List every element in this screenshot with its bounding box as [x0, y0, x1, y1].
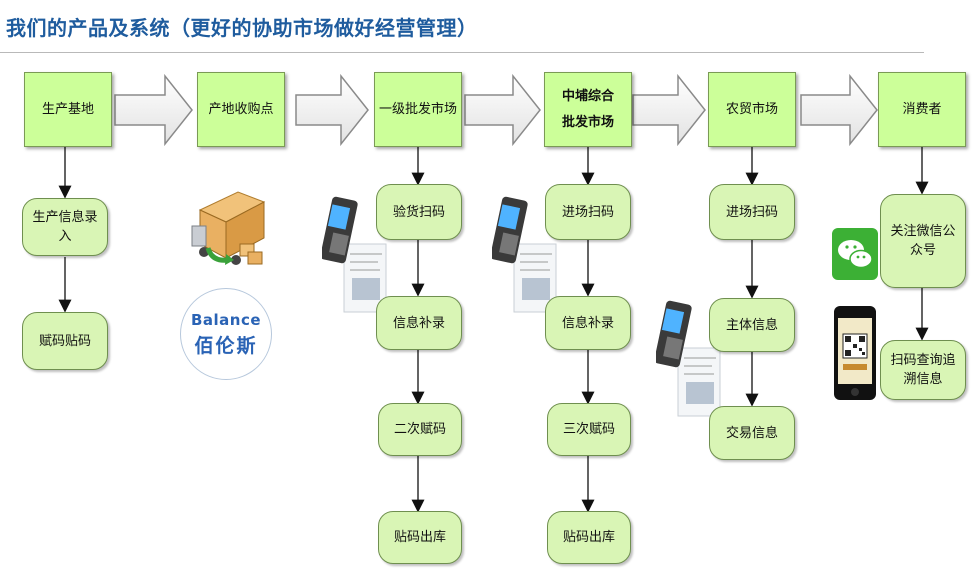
stage-zhongpu-line1: 中埔综合: [561, 88, 614, 104]
stage-zhongpu-line2: 批发市场: [561, 114, 614, 130]
step-production-info-entry: 生产信息录入: [22, 198, 108, 256]
stage-production-base: 生产基地: [24, 72, 112, 147]
barcode-scanner-icon: [656, 300, 721, 417]
stage-arrow-2: [295, 73, 369, 147]
step-entry-scan-1: 进场扫码: [545, 184, 631, 240]
stage-primary-wholesale: 一级批发市场: [374, 72, 462, 147]
step-entity-info: 主体信息: [709, 298, 795, 352]
stage-farmers-market: 农贸市场: [708, 72, 796, 147]
stage-zhongpu-wholesale: 中埔综合 批发市场: [544, 72, 632, 147]
step-label-outbound-1: 贴码出库: [378, 511, 462, 564]
step-entry-scan-2: 进场扫码: [709, 184, 795, 240]
step-inspect-scan: 验货扫码: [376, 184, 462, 240]
step-assign-label: 赋码贴码: [22, 312, 108, 370]
step-scan-trace-query: 扫码查询追溯信息: [880, 340, 966, 400]
stage-arrow-3: [464, 73, 541, 147]
smartphone-qr-icon: [834, 306, 876, 400]
wechat-icon: [832, 228, 878, 280]
step-transaction-info: 交易信息: [709, 406, 795, 460]
logo-text-cn: 佰伦斯: [194, 334, 258, 357]
barcode-scanner-icon: [492, 196, 557, 313]
delivery-truck-icon: [191, 191, 266, 265]
title-divider: [0, 52, 924, 53]
stage-arrow-1: [114, 73, 193, 147]
step-third-assign: 三次赋码: [547, 403, 631, 456]
stage-arrow-4: [632, 73, 706, 147]
stage-consumer: 消费者: [878, 72, 966, 147]
page-title: 我们的产品及系统（更好的协助市场做好经营管理）: [6, 16, 478, 40]
step-info-supplement-2: 信息补录: [545, 296, 631, 350]
step-label-outbound-2: 贴码出库: [547, 511, 631, 564]
step-info-supplement-1: 信息补录: [376, 296, 462, 350]
stage-collection-point: 产地收购点: [197, 72, 285, 147]
logo-text-en: Balance: [190, 310, 262, 329]
balance-logo: Balance 佰伦斯: [180, 288, 272, 380]
stage-arrow-5: [800, 73, 878, 147]
step-second-assign: 二次赋码: [378, 403, 462, 456]
step-follow-wechat: 关注微信公众号: [880, 194, 966, 288]
